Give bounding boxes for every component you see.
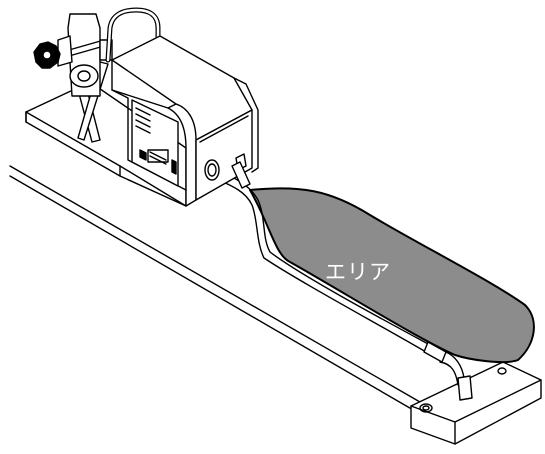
handwheel-icon: [33, 41, 61, 69]
reel-assembly: [57, 13, 113, 97]
outlet-fitting: [204, 153, 251, 189]
floor-rail: [9, 165, 421, 412]
carry-handle: [105, 7, 161, 63]
shaded-area: [249, 187, 535, 364]
area-label: エリア: [325, 260, 391, 284]
end-plate: [410, 361, 542, 445]
